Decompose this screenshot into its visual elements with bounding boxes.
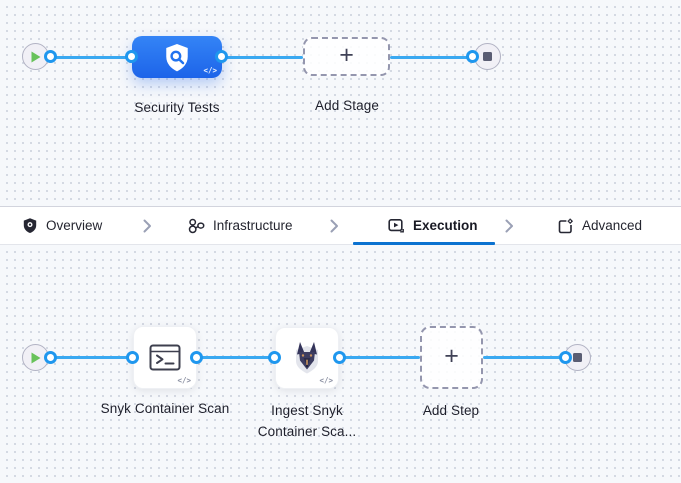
wire: [340, 356, 420, 359]
shield-icon: [23, 218, 37, 233]
chevron-right-icon: [505, 219, 513, 233]
stage-graph-canvas: </> + Security Tests Add Stage: [0, 0, 681, 206]
connector-point[interactable]: [190, 351, 203, 364]
stop-icon: [573, 353, 582, 362]
connector-point[interactable]: [215, 50, 228, 63]
chevron-right-icon: [330, 219, 338, 233]
tab-execution[interactable]: Execution: [388, 207, 478, 244]
stop-icon: [483, 52, 492, 61]
connector-point[interactable]: [559, 351, 572, 364]
connector-point[interactable]: [44, 351, 57, 364]
tab-overview[interactable]: Overview: [22, 207, 102, 244]
execution-graph-canvas: </> </> + Sn: [0, 245, 681, 483]
wire: [483, 356, 566, 359]
chevron-right-icon: [143, 219, 151, 233]
stage-label: Security Tests: [134, 100, 220, 115]
tab-advanced[interactable]: Advanced: [557, 207, 642, 244]
step-label: Ingest Snyk Container Sca...: [257, 403, 357, 439]
snyk-dog-icon: [296, 342, 318, 374]
wire: [51, 56, 132, 59]
pipeline-end-node[interactable]: [474, 43, 501, 70]
play-icon: [31, 51, 41, 62]
security-shield-icon: [166, 43, 188, 71]
templated-code-glyph: </>: [203, 66, 217, 75]
tab-infrastructure[interactable]: Infrastructure: [188, 207, 293, 244]
add-step-button[interactable]: +: [420, 326, 483, 389]
step-card-ingest-snyk[interactable]: </>: [275, 327, 339, 389]
plus-icon: +: [444, 342, 459, 370]
connector-point[interactable]: [333, 351, 346, 364]
tab-label: Infrastructure: [213, 218, 293, 233]
connector-point[interactable]: [44, 50, 57, 63]
tab-label: Execution: [413, 218, 478, 233]
wire: [390, 56, 473, 59]
stage-config-tabbar: Overview Infrastructure Execution: [0, 206, 681, 245]
play-icon: [31, 352, 41, 363]
wire: [222, 56, 303, 59]
templated-code-glyph: </>: [177, 376, 191, 385]
tab-label: Advanced: [582, 218, 643, 233]
wire: [197, 356, 275, 359]
tab-label: Overview: [46, 218, 103, 233]
wire: [50, 356, 133, 359]
execution-icon: [388, 218, 404, 232]
add-stage-button[interactable]: +: [303, 37, 390, 76]
step-card-snyk-container-scan[interactable]: </>: [133, 326, 197, 389]
stage-card-security-tests[interactable]: </>: [132, 36, 222, 78]
templated-code-glyph: </>: [319, 376, 333, 385]
connector-point[interactable]: [268, 351, 281, 364]
add-step-label: Add Step: [422, 403, 480, 418]
terminal-icon: [149, 344, 181, 370]
connector-point[interactable]: [466, 50, 479, 63]
connector-point[interactable]: [125, 50, 138, 63]
step-label: Snyk Container Scan: [100, 401, 230, 416]
active-tab-underline: [353, 242, 495, 245]
add-stage-label: Add Stage: [315, 98, 379, 113]
infrastructure-icon: [188, 218, 205, 233]
connector-point[interactable]: [126, 351, 139, 364]
advanced-icon: [558, 218, 573, 233]
plus-icon: +: [339, 41, 354, 69]
